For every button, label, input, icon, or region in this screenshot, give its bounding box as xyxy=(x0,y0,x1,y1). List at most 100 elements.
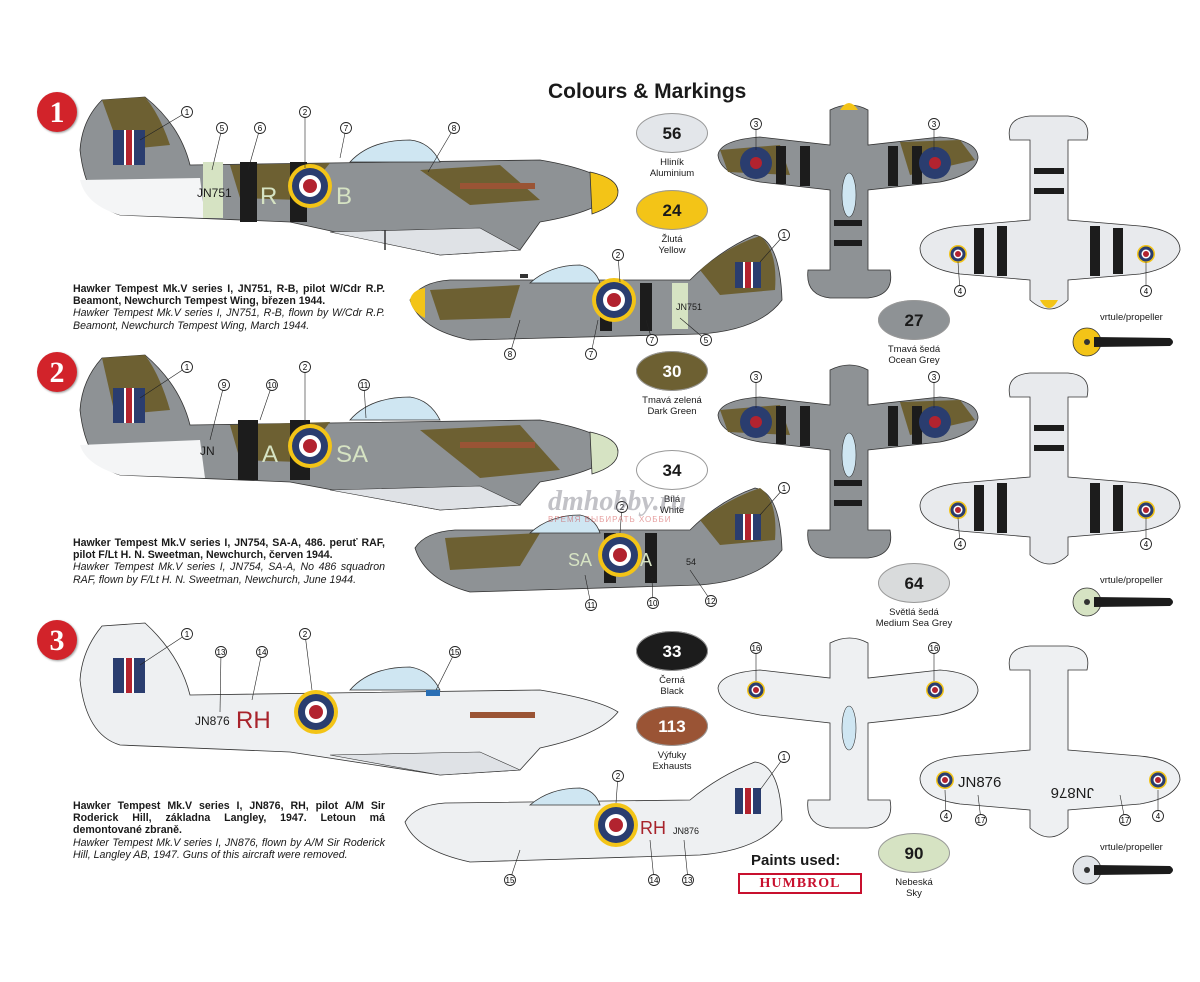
swatch-name-en: Medium Sea Grey xyxy=(875,618,953,629)
callout-marker: 11 xyxy=(360,381,369,390)
callout-marker: 6 xyxy=(258,124,263,133)
description-cz: Hawker Tempest Mk.V series I, JN754, SA-… xyxy=(73,537,385,562)
callout-marker: 13 xyxy=(684,876,693,885)
callout-marker: 1 xyxy=(185,630,190,639)
scheme-badge-1: 1 xyxy=(37,92,77,132)
propeller-label: vrtule/propeller xyxy=(1100,312,1163,323)
scheme-2-description: Hawker Tempest Mk.V series I, JN754, SA-… xyxy=(73,537,385,586)
swatch-chip: 33 xyxy=(636,631,708,671)
description-cz: Hawker Tempest Mk.V series I, JN876, RH,… xyxy=(73,800,385,837)
callout-marker: 1 xyxy=(185,363,190,372)
callout-marker: 1 xyxy=(782,231,787,240)
paint-swatch: 34 Bílá White xyxy=(624,450,720,516)
scheme-1-starboard-view: JN751 xyxy=(409,234,783,341)
watermark-tagline: ВРЕМЯ ВЫБИРАТЬ ХОББИ xyxy=(548,515,672,524)
callout-marker: 10 xyxy=(649,599,658,608)
page-title: Colours & Markings xyxy=(548,80,747,103)
callout-marker: 11 xyxy=(587,601,596,610)
paint-swatch: 90 Nebeská Sky xyxy=(866,833,962,899)
serial-text-small: JN751 xyxy=(676,302,702,312)
paint-swatch: 27 Tmavá šedá Ocean Grey xyxy=(866,300,962,366)
callout-marker: 2 xyxy=(303,363,308,372)
swatch-chip: 34 xyxy=(636,450,708,490)
callout-marker: 8 xyxy=(508,350,513,359)
callout-marker: 14 xyxy=(258,648,267,657)
callout-marker: 2 xyxy=(303,108,308,117)
callout-marker: 5 xyxy=(220,124,225,133)
scheme-3-side-view: JN876 RH xyxy=(79,622,619,776)
code-letter-left: R xyxy=(260,183,277,210)
bottom-plan-view-2 xyxy=(919,372,1181,565)
swatch-chip: 64 xyxy=(878,563,950,603)
swatch-name-cz: Nebeská xyxy=(895,877,933,888)
underwing-serial-left: JN876 xyxy=(958,774,1001,791)
callout-marker: 4 xyxy=(1144,287,1149,296)
paint-swatch: 30 Tmavá zelená Dark Green xyxy=(624,351,720,417)
humbrol-logo: HUMBROL xyxy=(738,873,862,894)
swatch-name-en: Yellow xyxy=(658,245,686,256)
description-cz: Hawker Tempest Mk.V series I, JN751, R-B… xyxy=(73,283,385,308)
swatch-chip: 30 xyxy=(636,351,708,391)
scheme-2-starboard-view: SA A 54 xyxy=(414,487,783,593)
swatch-name-cz: Žlutá xyxy=(661,234,683,245)
callout-marker: 9 xyxy=(222,381,227,390)
watermark: dmhobby.ru xyxy=(548,486,687,517)
description-en: Hawker Tempest Mk.V series I, JN751, R-B… xyxy=(73,307,385,332)
callout-marker: 2 xyxy=(620,503,625,512)
swatch-name-cz: Tmavá zelená xyxy=(642,395,702,406)
paint-swatch: 64 Světlá šedá Medium Sea Grey xyxy=(866,563,962,629)
callout-marker: 3 xyxy=(754,120,759,129)
swatch-name-en: Aluminium xyxy=(649,168,695,179)
callouts: 1 5 6 2 7 8 1 2 8 7 7 5 1 9 10 2 11 xyxy=(139,106,1164,886)
scheme-1-description: Hawker Tempest Mk.V series I, JN751, R-B… xyxy=(73,283,385,332)
code-letters: RH xyxy=(236,707,271,734)
propeller-2 xyxy=(1072,587,1173,617)
swatch-name-en: Dark Green xyxy=(647,406,697,417)
code-letter-small: A xyxy=(640,550,652,570)
callout-marker: 16 xyxy=(752,644,761,653)
swatch-name-cz: Černá xyxy=(659,675,685,686)
callout-marker: 17 xyxy=(1121,816,1130,825)
bottom-plan-view-3: JN876 JN876 xyxy=(919,645,1181,838)
propeller-label: vrtule/propeller xyxy=(1100,842,1163,853)
swatch-name-cz: Světlá šedá xyxy=(889,607,939,618)
callout-marker: 1 xyxy=(185,108,190,117)
callout-marker: 15 xyxy=(451,648,460,657)
top-plan-view-3 xyxy=(717,637,979,829)
callout-marker: 4 xyxy=(958,287,963,296)
propeller-label: vrtule/propeller xyxy=(1100,575,1163,586)
code-letters-small: RH xyxy=(640,818,666,838)
swatch-name-en: Ocean Grey xyxy=(888,355,940,366)
scheme-3-starboard-view: RH JN876 xyxy=(404,761,783,863)
callout-marker: 10 xyxy=(268,381,277,390)
scheme-2-side-view: JN A SA xyxy=(79,354,619,511)
propeller-1 xyxy=(1072,327,1173,357)
top-plan-view-1 xyxy=(717,103,979,299)
serial-text-small: JN876 xyxy=(673,826,699,836)
code-letters-small: SA xyxy=(568,550,592,570)
code-letter-right: SA xyxy=(336,441,368,468)
callout-marker: 2 xyxy=(616,772,621,781)
scheme-badge-2: 2 xyxy=(37,352,77,392)
swatch-chip: 56 xyxy=(636,113,708,153)
callout-marker: 4 xyxy=(944,812,949,821)
callout-marker: 4 xyxy=(958,540,963,549)
callout-marker: 3 xyxy=(754,373,759,382)
swatch-name-en: Exhausts xyxy=(652,761,692,772)
callout-marker: 2 xyxy=(303,630,308,639)
description-en: Hawker Tempest Mk.V series I, JN754, SA-… xyxy=(73,561,385,586)
callout-marker: 13 xyxy=(217,648,226,657)
callout-marker: 1 xyxy=(782,484,787,493)
callout-marker: 15 xyxy=(506,876,515,885)
swatch-name-cz: Hliník xyxy=(660,157,684,168)
swatch-name-cz: Tmavá šedá xyxy=(887,344,941,355)
callout-marker: 1 xyxy=(782,753,787,762)
callout-marker: 17 xyxy=(977,816,986,825)
propeller-3 xyxy=(1072,855,1173,885)
callout-marker: 7 xyxy=(344,124,349,133)
description-en: Hawker Tempest Mk.V series I, JN876, flo… xyxy=(73,836,385,861)
swatch-chip: 113 xyxy=(636,706,708,746)
callout-marker: 7 xyxy=(650,336,655,345)
scheme-badge-3: 3 xyxy=(37,620,77,660)
